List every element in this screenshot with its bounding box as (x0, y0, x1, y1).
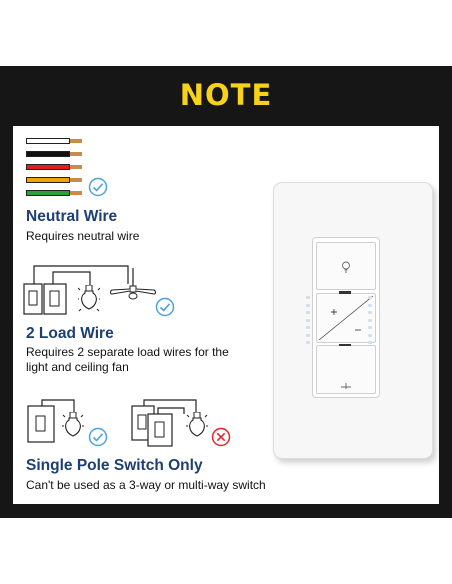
light-bulb-icon (342, 261, 350, 273)
led-dot (368, 318, 372, 322)
two-load-wire-heading: 2 Load Wire (26, 325, 114, 342)
two-load-wire-desc-line2: light and ceiling fan (26, 360, 129, 374)
led-dot (368, 326, 372, 329)
wire-0 (26, 138, 70, 144)
wire-2 (26, 164, 70, 170)
three-way-diagram (131, 399, 197, 447)
led-dot (306, 311, 310, 314)
led-dot (306, 326, 310, 329)
light-bulb-icon (186, 412, 208, 437)
neutral-wire-desc: Requires neutral wire (26, 229, 140, 243)
ceiling-fan-icon (110, 268, 156, 300)
led-dot (368, 296, 372, 299)
wire-copper-end (70, 178, 82, 182)
single-pole-desc: Can't be used as a 3-way or multi-way sw… (26, 478, 266, 492)
dimmer-diagonal (318, 295, 374, 341)
two-load-wire-desc-line1: Requires 2 separate load wires for the (26, 345, 229, 359)
wire-3 (26, 177, 70, 183)
led-dot (306, 303, 310, 307)
wire-copper-end (70, 191, 82, 195)
ceiling-fan-icon (341, 383, 351, 389)
led-dot (306, 333, 310, 337)
wire-copper-end (70, 139, 82, 143)
dimmer-switch-image (312, 237, 380, 398)
wire-4 (26, 190, 70, 196)
led-dot (368, 333, 372, 337)
light-bulb-icon (62, 412, 84, 437)
wire-copper-end (70, 152, 82, 156)
two-load-diagram (23, 265, 129, 315)
wire-copper-end (70, 165, 82, 169)
led-dot (306, 296, 310, 299)
led-dot (368, 311, 372, 314)
led-dot (306, 318, 310, 322)
light-key (316, 242, 376, 293)
neutral-wire-heading: Neutral Wire (26, 208, 118, 225)
led-dot (368, 341, 372, 344)
fan-key (316, 344, 376, 394)
single-pole-heading: Single Pole Switch Only (26, 457, 203, 474)
check-circle-icon (88, 177, 108, 197)
page-title: NOTE (179, 78, 273, 112)
led-dot (368, 303, 372, 307)
light-bulb-icon (78, 285, 100, 312)
single-pole-diagram (27, 399, 75, 443)
check-circle-icon (155, 297, 175, 317)
check-circle-icon (88, 427, 108, 447)
cross-circle-icon (211, 427, 231, 447)
dimmer-rocker (316, 292, 376, 343)
wire-1 (26, 151, 70, 157)
led-dot (306, 341, 310, 344)
